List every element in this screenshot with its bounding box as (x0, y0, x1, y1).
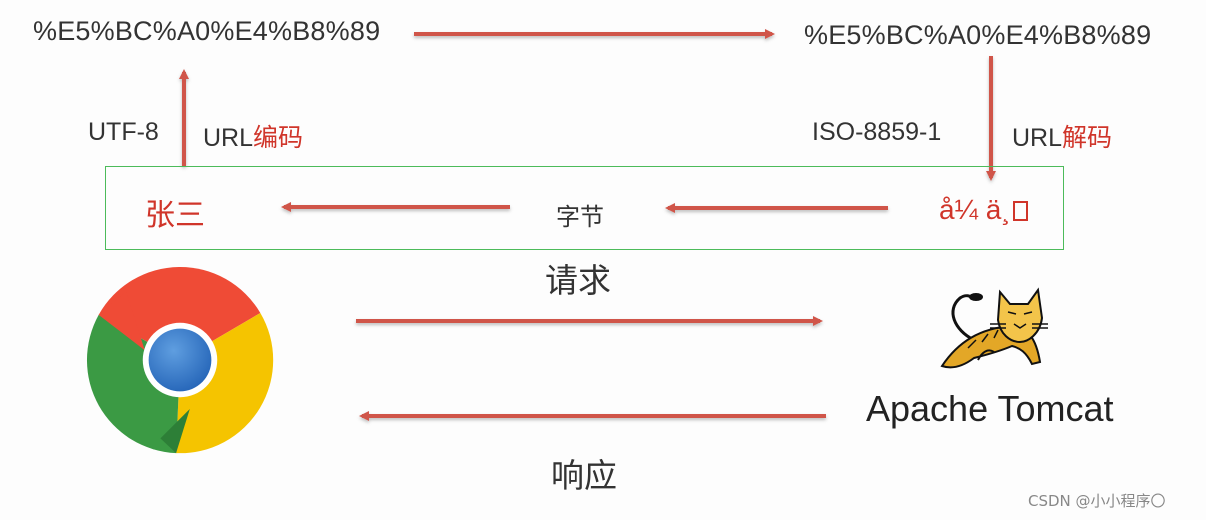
tomcat-name: Apache Tomcat (866, 388, 1114, 429)
garbled-text: å¼ ä¸ (939, 194, 1028, 226)
charset-label-utf8: UTF-8 (88, 118, 159, 146)
charset-label-iso88591: ISO-8859-1 (812, 118, 942, 146)
original-text: 张三 (145, 198, 205, 233)
url-encode-label: URL编码 (203, 118, 303, 154)
url-encode-prefix: URL (203, 124, 254, 152)
response-label: 响应 (551, 456, 617, 495)
watermark: CSDN @小小程序〇 (1028, 492, 1166, 510)
url-decode-prefix: URL (1012, 124, 1063, 152)
bytes-label: 字节 (556, 203, 604, 231)
encoded-string-server: %E5%BC%A0%E4%B8%89 (804, 20, 1152, 50)
url-encode-suffix: 编码 (253, 123, 304, 152)
url-decode-suffix: 解码 (1062, 123, 1113, 152)
url-decode-label: URL解码 (1012, 118, 1112, 154)
byte-conversion-box (105, 166, 1064, 250)
encoded-string-client: %E5%BC%A0%E4%B8%89 (33, 16, 381, 46)
request-label: 请求 (545, 261, 611, 300)
chrome-browser-icon (86, 266, 274, 454)
tomcat-cat-icon (940, 287, 1048, 369)
